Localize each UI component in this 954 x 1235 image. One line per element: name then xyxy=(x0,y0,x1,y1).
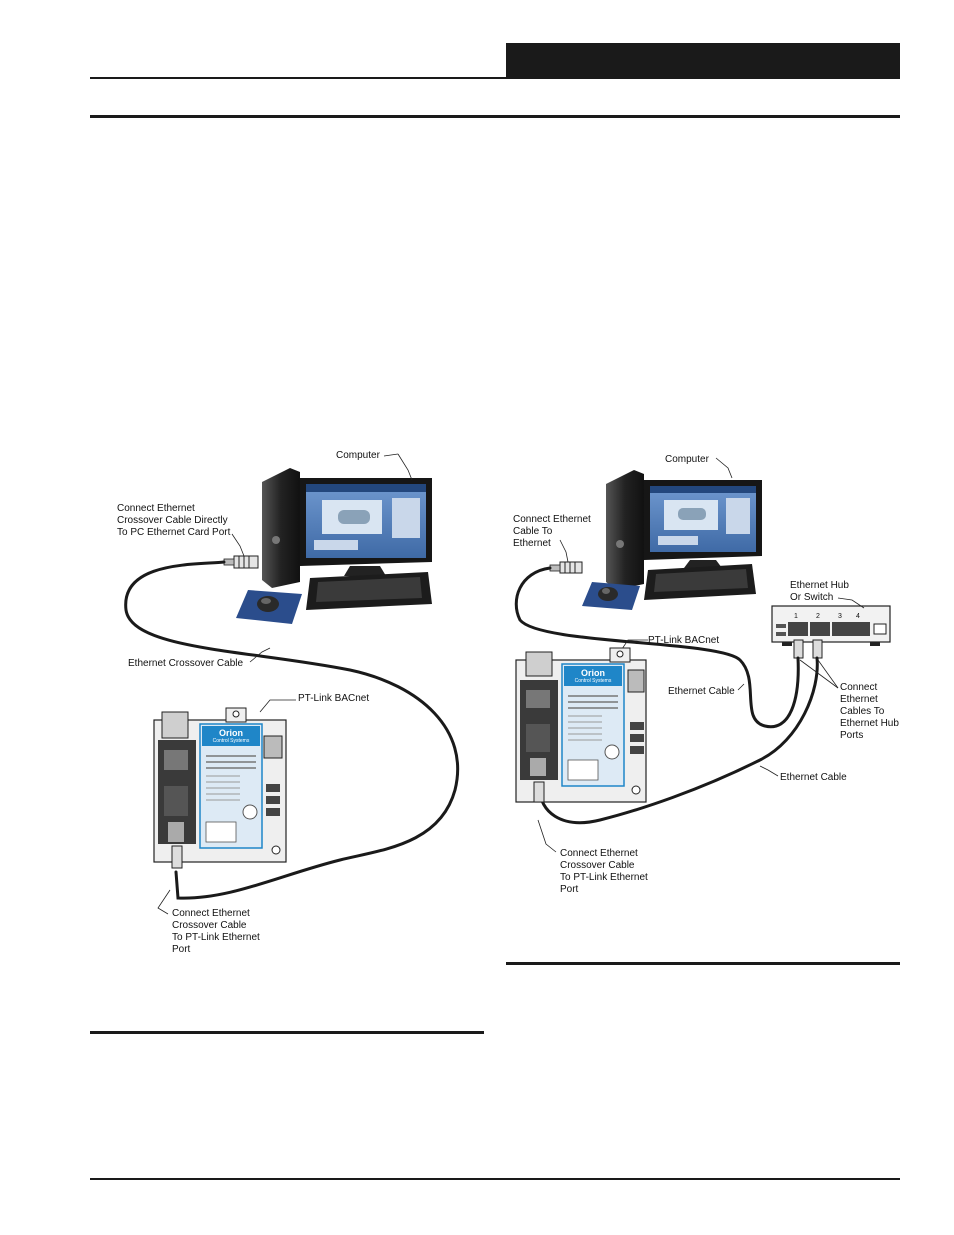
right-computer-tower xyxy=(606,470,644,590)
left-mousepad xyxy=(236,590,302,624)
right-device-label: PT-Link BACnet xyxy=(648,635,720,646)
left-pc-connector xyxy=(223,555,259,569)
right-pc-cable xyxy=(514,566,800,729)
hub-port-4: 4 xyxy=(856,613,860,620)
right-hub-ports-label: Connect Ethernet Cables To Ethernet Hub … xyxy=(840,682,899,741)
left-pt-link-device xyxy=(153,707,287,869)
hub-port-1: 1 xyxy=(794,613,798,620)
left-section-rule xyxy=(90,1031,484,1034)
right-pc-connector xyxy=(549,561,583,574)
left-card-port-label: Connect Ethernet Crossover Cable Directl… xyxy=(117,503,231,538)
right-ethernet-label: Connect Ethernet Cable To Ethernet xyxy=(513,514,591,549)
right-hub-label: Ethernet Hub Or Switch xyxy=(790,580,849,603)
right-device-brand: Orion xyxy=(581,668,605,678)
hub-port-3: 3 xyxy=(838,613,842,620)
right-pt-port-label: Connect Ethernet Crossover Cable To PT-L… xyxy=(560,848,648,895)
footer-rule xyxy=(90,1178,900,1180)
right-device-subtitle: Control Systems xyxy=(574,678,612,684)
right-computer-label: Computer xyxy=(665,454,709,465)
right-mousepad xyxy=(582,582,640,610)
left-keyboard xyxy=(306,572,432,610)
right-pt-link-device xyxy=(515,647,647,803)
header-black-bar xyxy=(506,43,900,77)
hub-plug-1 xyxy=(793,639,804,659)
left-device-label: PT-Link BACnet xyxy=(298,693,370,704)
top-section-rule xyxy=(90,115,900,118)
left-device-subtitle: Control Systems xyxy=(212,738,250,744)
left-crossover-cable xyxy=(124,560,460,900)
ethernet-hub xyxy=(771,605,891,646)
left-computer-label: Computer xyxy=(336,450,380,461)
hub-plug-2 xyxy=(812,639,823,659)
left-computer-tower xyxy=(262,468,300,588)
header-rule xyxy=(90,77,900,79)
left-pt-port-label: Connect Ethernet Crossover Cable To PT-L… xyxy=(172,908,260,955)
hub-port-2: 2 xyxy=(816,613,820,620)
left-crossover-cable-label: Ethernet Crossover Cable xyxy=(128,658,244,669)
right-computer-monitor xyxy=(644,480,762,568)
left-computer-monitor xyxy=(300,478,432,576)
left-device-brand: Orion xyxy=(219,728,243,738)
right-section-rule xyxy=(506,962,900,965)
right-cable-label-1: Ethernet Cable xyxy=(668,686,735,697)
right-keyboard xyxy=(644,564,756,600)
right-cable-label-2: Ethernet Cable xyxy=(780,772,847,783)
right-device-cable xyxy=(538,656,819,825)
